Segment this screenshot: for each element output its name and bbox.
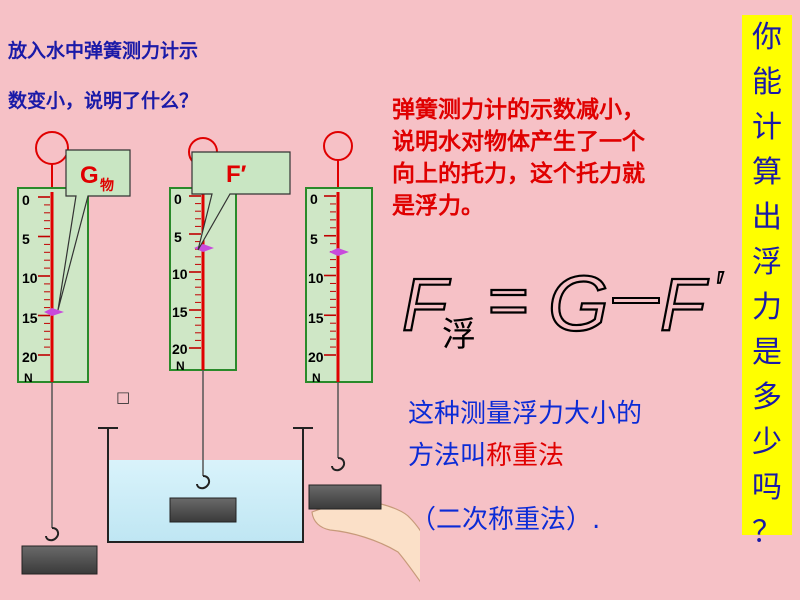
callout-f-main: F′ — [226, 161, 247, 188]
tick-label: 10 — [22, 270, 38, 286]
pointer-3 — [329, 248, 349, 256]
spring-scale-3: 0 5 10 15 20 N — [305, 131, 382, 510]
explanation-line-1: 弹簧测力计的示数减小， — [392, 97, 645, 123]
beaker — [98, 427, 313, 543]
formula-sub: 浮 — [442, 316, 476, 354]
tick-label: 0 — [22, 192, 30, 208]
weight-block-1 — [21, 545, 98, 575]
question-line-1: 放入水中弹簧测力计示 — [8, 40, 199, 62]
spring-scale-diagram: 0 5 10 15 20 N G 物 0 5 10 15 20 N F′ — [17, 131, 420, 583]
tick-label: 5 — [310, 231, 318, 247]
side-question: 你 能 计 算 出 浮 力 是 多 少 吗 ？ — [742, 15, 792, 550]
tick-label: 0 — [310, 191, 318, 207]
formula-minus — [612, 297, 660, 304]
explanation-line-4: 是浮力。 — [392, 193, 484, 219]
side-char-3: 计 — [752, 110, 782, 145]
tick-unit: N — [312, 371, 321, 385]
stray-box-glyph: □ — [116, 388, 131, 406]
tick-label: 20 — [22, 349, 38, 365]
side-char-6: 浮 — [752, 245, 782, 280]
formula-f-prime: F — [660, 263, 709, 346]
method-line-3: （二次称重法）. — [410, 505, 601, 535]
tick-unit: N — [176, 359, 185, 373]
tick-label: 15 — [308, 310, 324, 326]
tick-label: 20 — [172, 341, 188, 357]
tick-label: 0 — [174, 191, 182, 207]
callout-g-main: G — [80, 162, 99, 189]
tick-label: 5 — [174, 229, 182, 245]
side-char-11: 吗 — [752, 470, 782, 505]
side-char-12: ？ — [752, 515, 782, 550]
formula-g: G — [548, 262, 609, 347]
weight-block-3 — [308, 484, 382, 510]
side-char-1: 你 — [752, 20, 782, 55]
side-char-8: 是 — [752, 335, 782, 370]
callout-g-sub: 物 — [100, 177, 114, 193]
method-line-1: 这种测量浮力大小的 — [408, 399, 643, 429]
side-char-7: 力 — [752, 290, 782, 325]
tick-label: 15 — [22, 310, 38, 326]
tick-label: 20 — [308, 349, 324, 365]
side-char-10: 少 — [752, 425, 782, 460]
explanation-text: 弹簧测力计的示数减小， 说明水对物体产生了一个 向上的托力，这个托力就 是浮力。 — [392, 94, 732, 222]
method-name: 称重法 — [486, 441, 565, 471]
callout-f: F′ — [191, 151, 291, 251]
tick-unit: N — [24, 371, 33, 385]
hand-icon — [311, 500, 420, 583]
method-line-2: 方法叫称重法 — [408, 436, 564, 476]
tick-label: 10 — [172, 266, 188, 282]
pointer-1 — [44, 308, 64, 316]
callout-g: G 物 — [57, 149, 131, 311]
question-line-2: 数变小，说明了什么？ — [8, 90, 199, 112]
explanation-line-3: 向上的托力，这个托力就 — [392, 161, 645, 187]
tick-label: 10 — [308, 270, 324, 286]
tick-label: 15 — [172, 304, 188, 320]
side-char-9: 多 — [752, 380, 782, 415]
tick-label: 5 — [22, 231, 30, 247]
formula-equals: = — [488, 262, 529, 339]
side-char-5: 出 — [752, 200, 782, 235]
spring-scale-2: 0 5 10 15 20 N — [169, 137, 237, 523]
formula-f: F — [402, 263, 451, 346]
method-line-2-text: 方法叫 — [408, 441, 487, 471]
formula-prime: ′ — [716, 263, 724, 312]
weight-block-2 — [169, 497, 237, 523]
side-char-2: 能 — [752, 65, 782, 100]
buoyancy-formula: F 浮 = G F ′ — [401, 262, 725, 354]
explanation-line-2: 说明水对物体产生了一个 — [392, 129, 645, 155]
side-char-4: 算 — [752, 155, 782, 190]
